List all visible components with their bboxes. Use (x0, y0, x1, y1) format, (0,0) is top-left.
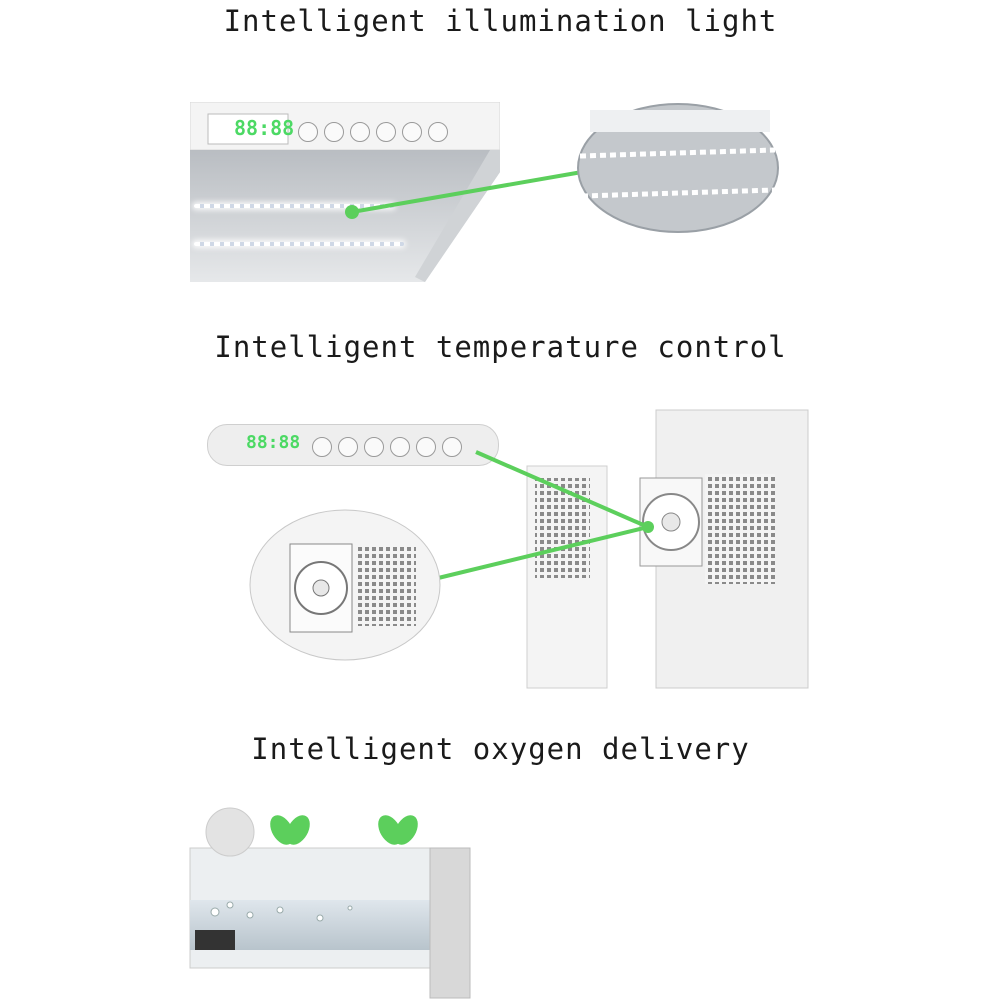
minus-button[interactable] (324, 122, 344, 142)
tank-frame (655, 409, 809, 689)
minus-button-2[interactable] (338, 437, 358, 457)
air-stone (195, 930, 235, 950)
section-title-temperature: Intelligent temperature control (214, 330, 787, 364)
mode-button-2[interactable] (442, 437, 462, 457)
leaf-icon (270, 815, 418, 845)
plus-button-2[interactable] (312, 437, 332, 457)
fan-icon (642, 493, 700, 551)
illumination-photo: 88:88 (190, 102, 500, 282)
plus-button[interactable] (298, 122, 318, 142)
timer-button[interactable] (350, 122, 370, 142)
timer-button-2[interactable] (364, 437, 384, 457)
pump-button[interactable] (402, 122, 422, 142)
led-strip-upper (194, 204, 394, 208)
panel-display: 88:88 (234, 116, 295, 140)
fan-icon-zoom (294, 561, 348, 615)
section-title-oxygen: Intelligent oxygen delivery (251, 732, 750, 766)
pump-button-2[interactable] (416, 437, 436, 457)
led-zoom-bubble (577, 103, 779, 233)
light-button-2[interactable] (390, 437, 410, 457)
fan-zoom-bubble (249, 509, 441, 661)
filter-plate (526, 465, 608, 689)
temperature-control-bar: 88:88 (207, 424, 499, 466)
mode-button[interactable] (428, 122, 448, 142)
bubbles (210, 901, 353, 922)
fan-housing (639, 477, 703, 567)
callout-line-3 (429, 525, 649, 582)
panel-display-2: 88:88 (246, 432, 301, 453)
led-strip-lower (194, 242, 404, 246)
section-title-illumination: Intelligent illumination light (223, 4, 778, 38)
callout-line-2 (475, 450, 649, 529)
lid-knob (205, 807, 255, 857)
water (190, 900, 430, 950)
light-button[interactable] (376, 122, 396, 142)
tank-body (189, 847, 441, 969)
